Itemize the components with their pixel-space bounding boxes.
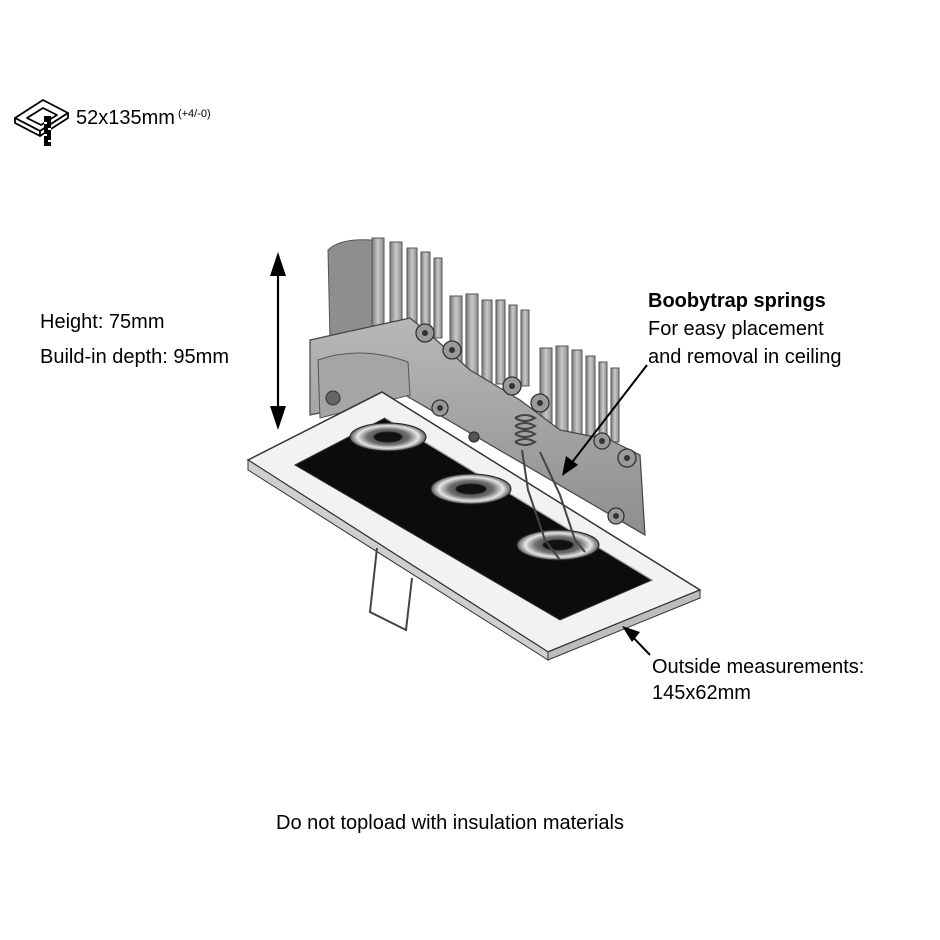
outside-measurements-value: 145x62mm — [652, 682, 751, 704]
boobytrap-springs — [368, 414, 586, 632]
springs-title: Boobytrap springs — [648, 290, 826, 312]
heatsink-fins — [327, 237, 620, 443]
cutout-size: 52x135mm — [76, 107, 175, 129]
front-trim — [246, 391, 702, 661]
outside-pointer-arrow — [622, 626, 651, 656]
springs-description-line2: and removal in ceiling — [648, 346, 842, 368]
insulation-warning: Do not topload with insulation materials — [276, 812, 624, 834]
cutout-tolerance: (+4/-0) — [177, 108, 211, 120]
led-lenses — [349, 422, 600, 561]
springs-description-line1: For easy placement — [648, 318, 824, 340]
height-label: Height: 75mm — [40, 311, 165, 333]
height-dimension-arrow — [270, 252, 286, 430]
build-in-depth-label: Build-in depth: 95mm — [40, 346, 229, 368]
springs-pointer-arrow — [562, 364, 648, 476]
outside-measurements-label: Outside measurements: — [652, 656, 865, 678]
screws — [415, 323, 637, 525]
cutout-size-label: 52x135mm(+4/-0) — [76, 106, 211, 130]
